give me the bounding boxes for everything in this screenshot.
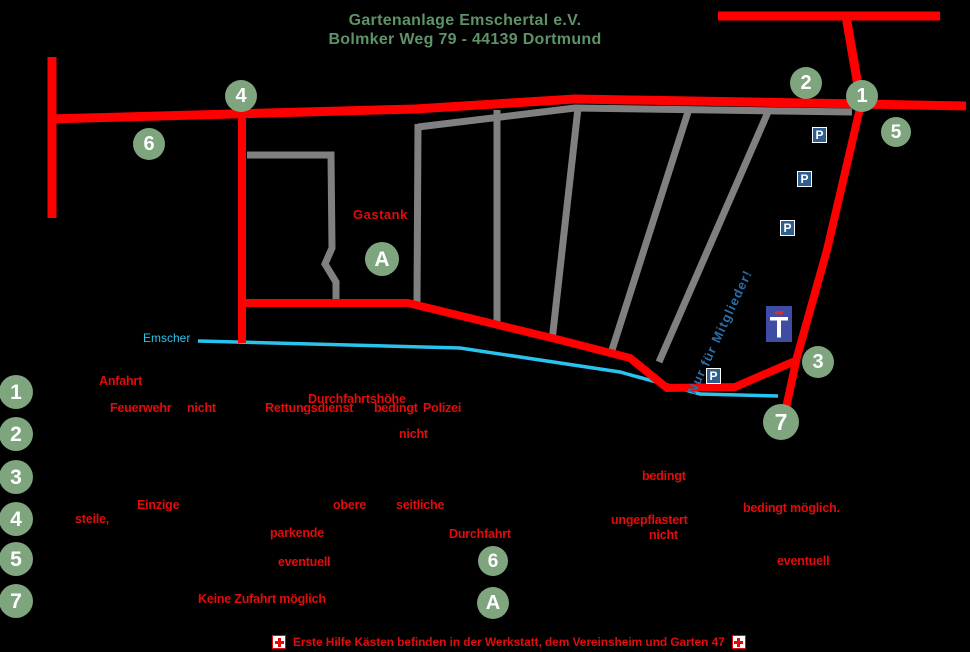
legend-word: Rettungsdienst xyxy=(265,401,354,415)
first-aid-cross-icon xyxy=(272,635,286,649)
red-roads xyxy=(47,11,967,409)
map-marker-7: 7 xyxy=(763,404,799,440)
first-aid-cross-icon xyxy=(731,635,746,649)
legend-word: ungepflastert xyxy=(611,513,688,527)
legend-word: parkende xyxy=(270,526,324,540)
page-title: Gartenanlage Emschertal e.V. xyxy=(348,12,582,29)
map-marker-4: 4 xyxy=(225,80,257,112)
map-marker-6: 6 xyxy=(133,128,165,160)
river-line xyxy=(197,339,779,398)
dead-end-sign-icon xyxy=(766,306,792,342)
legend-word: Feuerwehr xyxy=(110,401,172,415)
legend-marker-7: 7 xyxy=(0,584,33,618)
map-marker-2: 2 xyxy=(790,67,822,99)
legend-word: eventuell xyxy=(777,554,830,568)
legend-word: nicht xyxy=(187,401,216,415)
legend-marker-5: 5 xyxy=(0,542,33,576)
legend-marker-6: 6 xyxy=(478,546,508,576)
parking-sign-icon: P xyxy=(812,127,827,143)
gastank-label: Gastank xyxy=(353,207,408,222)
legend-word: nicht xyxy=(399,427,428,441)
legend-marker-A: A xyxy=(477,587,509,619)
legend-word: seitliche xyxy=(396,498,445,512)
first-aid-note: Erste Hilfe Kästen befinden in der Werks… xyxy=(272,635,746,649)
legend-word: bedingt möglich. xyxy=(743,501,840,515)
legend-word: Polizei xyxy=(423,401,462,415)
legend-marker-1: 1 xyxy=(0,375,33,409)
legend-word: bedingt xyxy=(374,401,418,415)
gray-paths xyxy=(247,104,853,364)
title-block: Gartenanlage Emschertal e.V. Bolmker Weg… xyxy=(280,11,650,49)
map-marker-A: A xyxy=(365,242,399,276)
legend-word: Einzige xyxy=(137,498,180,512)
legend-marker-4: 4 xyxy=(0,502,33,536)
map-marker-1: 1 xyxy=(846,80,878,112)
legend-word: Anfahrt xyxy=(99,374,143,388)
legend-word: obere xyxy=(333,498,367,512)
legend-word: Durchfahrt xyxy=(449,527,511,541)
legend-marker-2: 2 xyxy=(0,417,33,451)
legend-word: Durchfahrtshöhe xyxy=(308,392,406,406)
parking-sign-icon: P xyxy=(797,171,812,187)
map-marker-3: 3 xyxy=(802,346,834,378)
parking-sign-icon: P xyxy=(780,220,795,236)
map-marker-5: 5 xyxy=(881,117,911,147)
legend-word: bedingt xyxy=(642,469,686,483)
legend-word: nicht xyxy=(649,528,678,542)
page-subtitle: Bolmker Weg 79 - 44139 Dortmund xyxy=(328,31,602,48)
first-aid-text: Erste Hilfe Kästen befinden in der Werks… xyxy=(293,635,725,649)
legend-word: Keine Zufahrt möglich xyxy=(198,592,326,606)
legend-word: eventuell xyxy=(278,555,331,569)
river-label: Emscher xyxy=(143,331,191,345)
legend-marker-3: 3 xyxy=(0,460,33,494)
parking-sign-icon: P xyxy=(706,368,721,384)
legend-word: steile, xyxy=(75,512,110,526)
